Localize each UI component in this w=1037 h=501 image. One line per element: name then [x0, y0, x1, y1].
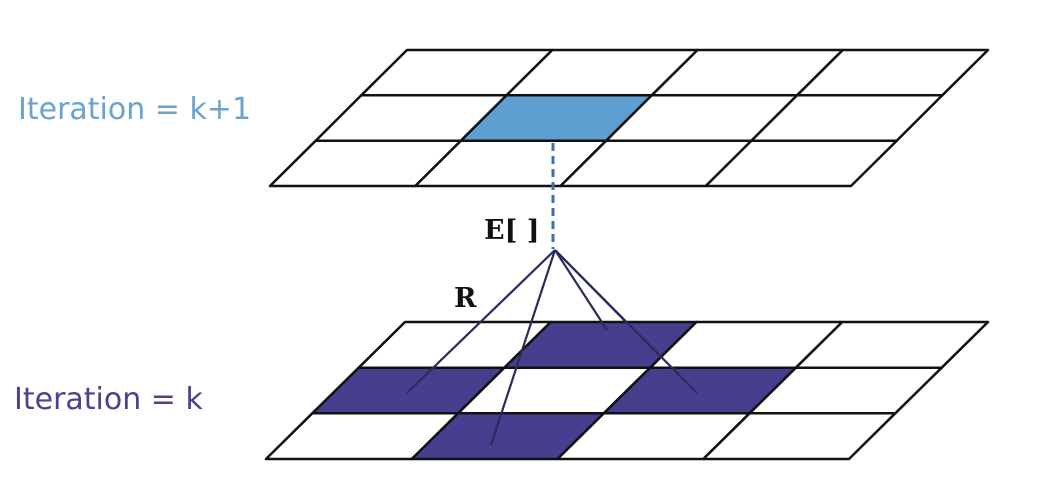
grid-iteration-k-plus-1: [268, 48, 990, 188]
restriction-connector-line: [554, 249, 608, 331]
restriction-connector-line: [406, 249, 556, 394]
grid-cell: [704, 139, 898, 188]
restriction-operator-label: R: [454, 283, 477, 314]
restriction-connector-line: [554, 249, 698, 394]
grid-iteration-k: [264, 320, 990, 461]
restriction-connector-line: [489, 249, 557, 446]
grid-cell: [702, 412, 897, 461]
expectation-operator-label: E[ ]: [484, 215, 540, 246]
iteration-k-plus-1-label: Iteration = k+1: [18, 92, 251, 127]
iteration-k-label: Iteration = k: [14, 382, 203, 417]
restriction-connectors: [406, 249, 698, 446]
